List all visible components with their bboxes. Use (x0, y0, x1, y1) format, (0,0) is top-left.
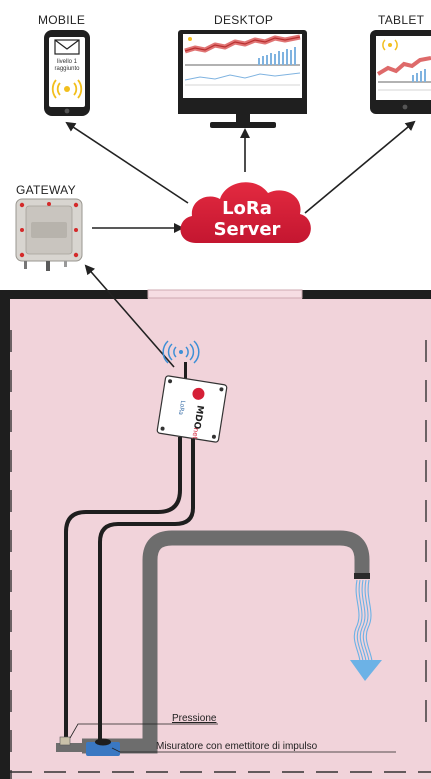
annotation-lines (69, 723, 396, 753)
meter-assembly (56, 736, 142, 756)
gateway-label: GATEWAY (16, 183, 76, 197)
gateway-device (15, 198, 83, 271)
server-label-line2: Server (214, 219, 281, 240)
mobile-screen-line1: livello 1 (57, 59, 78, 65)
node-antenna (184, 362, 187, 380)
wall-top-left (0, 290, 148, 299)
arrow-to-mobile (65, 121, 189, 204)
mobile-screen-line2: raggiunto (54, 66, 80, 72)
envelope-icon (54, 39, 80, 55)
tablet-device (370, 30, 431, 114)
node-brand-suffix: net (190, 427, 200, 440)
tablet-label: TABLET (378, 13, 425, 27)
node-logo (192, 387, 205, 400)
drain-pipe (82, 530, 370, 754)
cloud-icon (180, 182, 311, 243)
signal-waves-icon (51, 79, 83, 99)
pressure-sensor (59, 736, 71, 746)
sensor-wires (64, 437, 195, 742)
pressure-label: Pressione (172, 713, 217, 724)
server-label-line1: LoRa (222, 198, 272, 219)
arrows (65, 120, 416, 368)
wall-top-right (302, 290, 431, 299)
mobile-device: livello 1 raggiunto (44, 30, 90, 116)
wifi-signal-icon (162, 340, 200, 364)
water-stream-icon (350, 579, 382, 681)
arrow-node-to-gateway (84, 264, 175, 368)
arrow-to-tablet (304, 120, 416, 214)
node-brand: MDO (191, 404, 205, 430)
meter-label: Misuratore con emettitore di impulso (156, 741, 318, 752)
mobile-label: MOBILE (38, 13, 85, 27)
node-tech-label: LoRa (177, 400, 186, 416)
pulse-meter (86, 742, 120, 756)
window (147, 289, 303, 299)
lora-node: MDO net LoRa (156, 375, 228, 443)
wall-left (0, 290, 10, 779)
desktop-label: DESKTOP (214, 13, 273, 27)
tablet-signal-icon (382, 39, 398, 51)
desktop-monitor (178, 30, 307, 128)
